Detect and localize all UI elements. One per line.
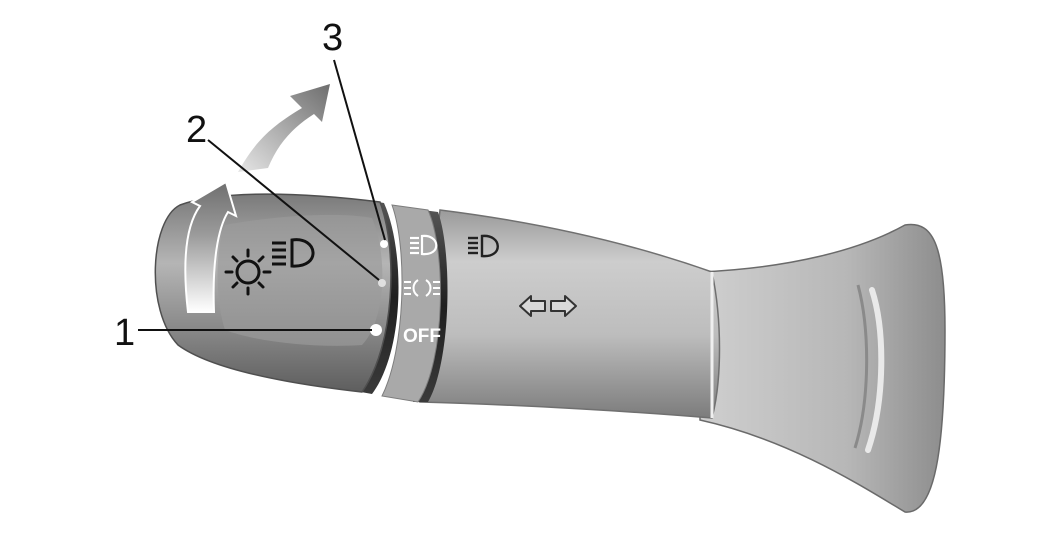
- callout-number-2: 2: [186, 109, 207, 151]
- stalk-flared-base: [699, 223, 946, 513]
- tip-face-panel: [217, 214, 383, 346]
- ring-headlight-icon: [410, 234, 438, 256]
- callout-leader-2: [207, 139, 380, 281]
- position-dot-parking: [378, 279, 386, 287]
- turn-signal-arrows-icon: [519, 295, 577, 317]
- callout-number-1: 1: [114, 312, 135, 354]
- parking-light-icon: [404, 279, 440, 297]
- sleeve-headlight-icon: [468, 234, 499, 258]
- stalk-sleeve: [419, 209, 721, 419]
- sun-light-icon: [224, 248, 272, 296]
- flare-highlight: [865, 287, 885, 453]
- callout-leader-3: [333, 59, 386, 241]
- off-label: OFF: [403, 326, 441, 347]
- flare-shadow: [853, 284, 869, 449]
- position-dot-headlights: [380, 240, 388, 248]
- rotate-up-arrow: [184, 180, 238, 313]
- callout-number-3: 3: [322, 17, 343, 59]
- push-away-arrow: [238, 84, 330, 172]
- headlight-beam-icon: [272, 238, 315, 268]
- position-dot-off: [370, 324, 382, 336]
